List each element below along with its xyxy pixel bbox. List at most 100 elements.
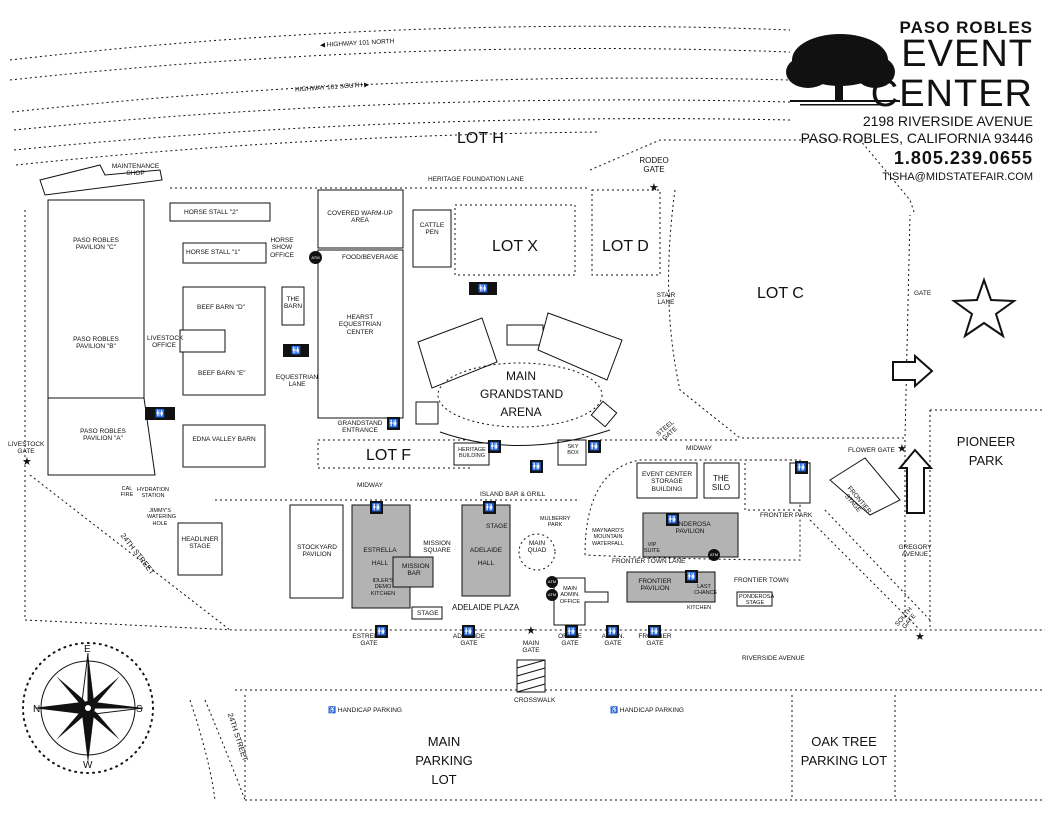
restroom-icon: 🚻	[370, 501, 383, 514]
brand-email: TISHA@MIDSTATEFAIR.COM	[882, 171, 1033, 183]
grandstand-entrance: GRANDSTAND ENTRANCE	[337, 420, 383, 435]
estrella-hall: ESTRELLA HALL	[363, 547, 397, 567]
mulberry-park: MULBERRY PARK	[540, 516, 571, 529]
atm-icon: ATM	[309, 251, 322, 264]
pavilion-a: PASO ROBLES PAVILION "A"	[80, 428, 126, 443]
maynards-waterfall: MAYNARD'S MOUNTAIN WATERFALL	[591, 528, 625, 547]
arrow-right-icon	[892, 353, 934, 389]
road-stair-lane: STAIR LANE	[656, 292, 676, 307]
the-barn: THE BARN	[283, 296, 303, 311]
atm-icon: ATM	[546, 589, 558, 601]
brand-phone: 1.805.239.0655	[893, 148, 1033, 168]
handicap-parking-2: ♿ HANDICAP PARKING	[610, 707, 684, 714]
cattle-pen: CATTLE PEN	[419, 222, 445, 237]
main-parking-lot: MAIN PARKING LOT	[415, 734, 473, 787]
mission-square: MISSION SQUARE	[423, 540, 451, 555]
ponderosa-pavilion: PONDEROSA PAVILION	[669, 521, 711, 536]
frontier-pavilion: FRONTIER PAVILION	[638, 578, 672, 593]
frontier-town: FRONTIER TOWN	[734, 577, 789, 584]
kitchen: KITCHEN	[687, 605, 712, 611]
pavilion-b: PASO ROBLES PAVILION "B"	[73, 336, 119, 351]
adelaide-plaza: ADELAIDE PLAZA	[452, 603, 520, 612]
hydration-station: HYDRATION STATION	[137, 487, 169, 500]
restroom-icon: 🚻	[795, 461, 808, 474]
lot-d: LOT D	[602, 238, 649, 255]
road-midway-2: MIDWAY	[686, 445, 712, 452]
road-frontier-park: FRONTIER PARK	[760, 512, 813, 519]
storage-building: EVENT CENTER STORAGE BUILDING	[641, 471, 693, 493]
brand-address2: PASO ROBLES, CALIFORNIA 93446	[800, 130, 1033, 146]
beef-barn-d: BEEF BARN "D"	[197, 304, 245, 311]
idlers-demo-kitchen: IDLER'S DEMO KITCHEN	[370, 578, 396, 597]
livestock-office: LIVESTOCK OFFICE	[147, 335, 184, 350]
stockyard-pavilion: STOCKYARD PAVILION	[297, 544, 337, 559]
adelaide-hall: ADELAIDE HALL	[469, 547, 503, 567]
mission-bar: MISSION BAR	[402, 563, 430, 578]
brand-address1: 2198 RIVERSIDE AVENUE	[862, 113, 1033, 129]
arrow-up-icon	[897, 448, 934, 514]
cal-fire: CAL FIRE	[120, 486, 134, 499]
road-heritage-lane: HERITAGE FOUNDATION LANE	[428, 176, 524, 183]
road-equestrian-lane: EQUESTRIAN LANE	[275, 374, 319, 389]
restroom-icon: 🚻	[483, 501, 496, 514]
road-gregory: GREGORY AVENUE	[898, 544, 932, 559]
maintenance-shape	[39, 164, 163, 196]
compass-e: E	[84, 644, 91, 655]
pavilion-c: PASO ROBLES PAVILION "C"	[73, 237, 119, 252]
gate-c: GATE	[914, 290, 932, 297]
island-bar: ISLAND BAR & GRILL	[480, 491, 546, 498]
restroom-icon: 🚻	[648, 625, 661, 638]
lot-x: LOT X	[492, 238, 538, 255]
atm-icon: ATM	[546, 576, 558, 588]
brand-line1: PASO ROBLES	[899, 18, 1033, 37]
road-riverside: RIVERSIDE AVENUE	[742, 655, 805, 662]
pioneer-park: PIONEER PARK	[956, 434, 1016, 468]
restroom-icon: 🚻	[462, 625, 475, 638]
rodeo-gate: RODEO GATE	[639, 156, 669, 175]
beef-barn-e: BEEF BARN "E"	[198, 370, 246, 377]
hearst-center: HEARST EQUESTRIAN CENTER	[338, 314, 382, 336]
restroom-icon: 🚻	[685, 570, 698, 583]
horse-show-office: HORSE SHOW OFFICE	[270, 237, 294, 259]
road-frontier-town-lane: FRONTIER TOWN LANE	[612, 558, 686, 565]
restroom-icon: 🚻	[530, 460, 543, 473]
restroom-icon: 🚻	[469, 282, 497, 295]
last-chance: LAST CHANCE	[694, 584, 718, 597]
atm-icon: ATM	[708, 549, 720, 561]
horse-stall-2: HORSE STALL "2"	[184, 209, 239, 216]
restroom-icon: 🚻	[588, 440, 601, 453]
stage-estrella: STAGE	[417, 610, 439, 617]
compass-w: W	[83, 760, 93, 771]
covered-warmup-area: COVERED WARM-UP AREA	[327, 210, 393, 225]
lot-h: LOT H	[457, 130, 504, 147]
tree-logo-icon	[786, 34, 900, 106]
stage-adelaide: STAGE	[486, 523, 508, 530]
main-quad: MAIN QUAD	[527, 540, 547, 555]
horse-stall-1: HORSE STALL "1"	[186, 249, 241, 256]
road-crosswalk: CROSSWALK	[514, 697, 556, 704]
restroom-icon: 🚻	[606, 625, 619, 638]
compass-s: S	[136, 704, 143, 715]
heritage-building: HERITAGE BUILDING	[458, 447, 486, 460]
compass-rose	[22, 642, 154, 774]
restroom-icon: 🚻	[488, 440, 501, 453]
compass-n: N	[33, 704, 41, 715]
restroom-icon: 🚻	[666, 513, 679, 526]
livestock-gate: LIVESTOCK GATE	[8, 441, 45, 456]
restroom-icon: 🚻	[387, 417, 400, 430]
main-admin-office: MAIN ADMIN. OFFICE	[559, 586, 581, 605]
brand-line3: CENTER	[870, 73, 1033, 115]
lot-f: LOT F	[366, 447, 412, 464]
main-grandstand-arena: MAIN GRANDSTAND ARENA	[480, 369, 564, 419]
the-silo: THE SILO	[711, 474, 731, 493]
highlight-star-icon	[951, 276, 1017, 339]
sky-box: SKY BOX	[567, 444, 579, 457]
oak-tree-parking-lot: OAK TREE PARKING LOT	[800, 734, 888, 768]
flower-gate: FLOWER GATE	[848, 447, 895, 454]
livestock-gate-star-icon: ★	[22, 456, 32, 468]
ponderosa-stage: PONDEROSA STAGE	[739, 594, 775, 607]
south-gate-star-icon: ★	[915, 631, 925, 643]
edna-valley-barn: EDNA VALLEY BARN	[192, 436, 256, 443]
restroom-icon: 🚻	[145, 407, 175, 420]
